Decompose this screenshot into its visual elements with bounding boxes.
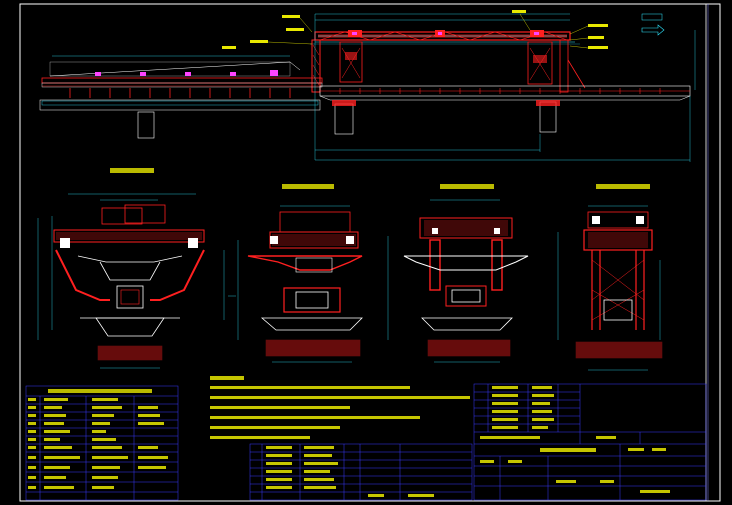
section-view-1 (37, 168, 225, 369)
parts-list-table (249, 443, 473, 501)
section-view-2 (228, 184, 363, 363)
elevation-view (39, 10, 696, 162)
section-view-4 (557, 184, 663, 371)
drawing-frame (19, 3, 721, 502)
parts-list-text (266, 446, 434, 497)
parameter-table-text (28, 389, 168, 489)
bom-table (473, 383, 707, 501)
section-view-3 (387, 184, 529, 363)
design-notes (210, 376, 470, 439)
parameter-table (25, 385, 179, 501)
bom-text (480, 386, 670, 493)
